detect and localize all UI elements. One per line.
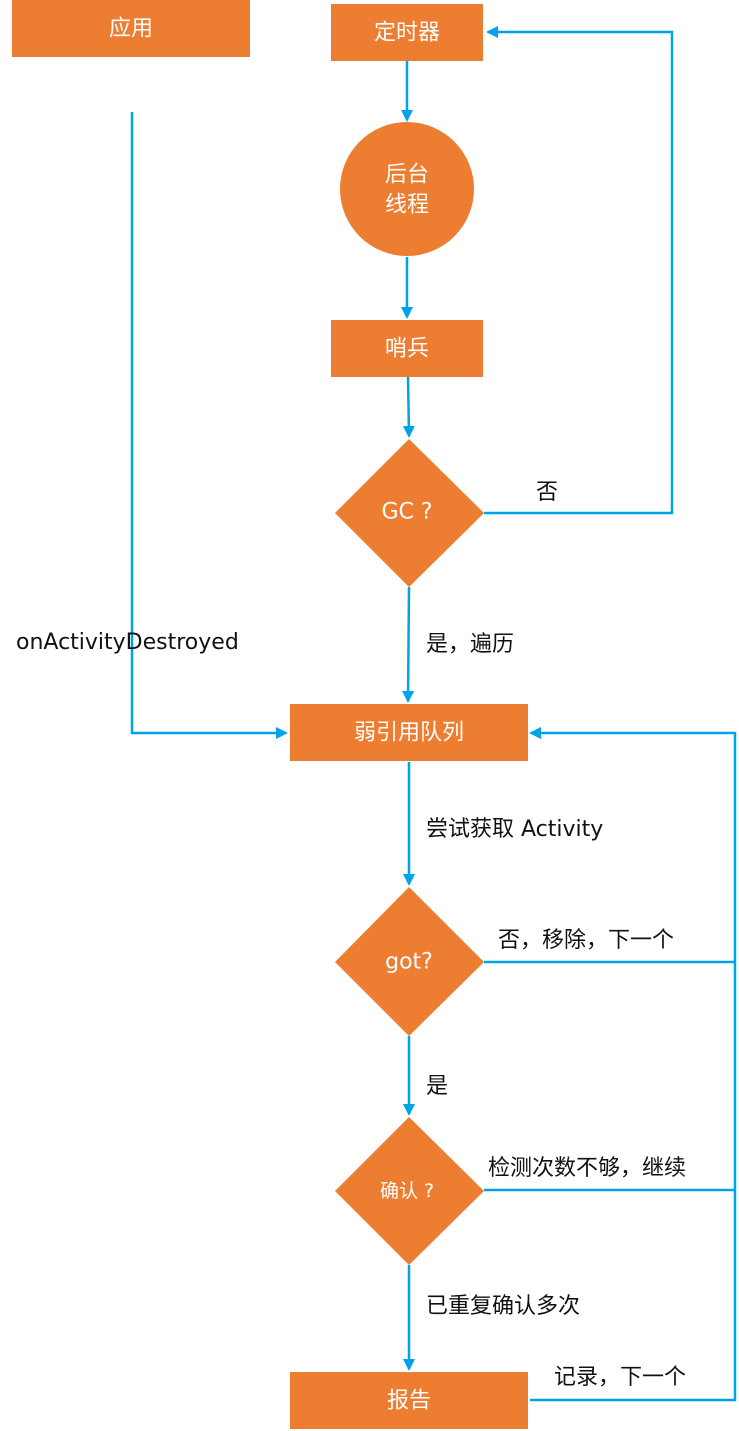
edge-gc-yes-to-queue <box>402 586 415 703</box>
node-background-thread-label-2: 线程 <box>385 193 429 218</box>
node-confirm-decision-label: 确认 ? <box>380 1180 434 1202</box>
label-got-no: 否，移除，下一个 <box>498 928 674 953</box>
node-sentinel-label: 哨兵 <box>385 337 429 362</box>
node-confirm-decision: 确认 ? <box>335 1117 484 1265</box>
label-confirm-not-enough: 检测次数不够，继续 <box>488 1156 686 1181</box>
node-app: 应用 <box>12 0 250 57</box>
label-record-next: 记录，下一个 <box>554 1365 686 1390</box>
label-gc-no: 否 <box>536 480 558 505</box>
edge-labels: 否 onActivityDestroyed 是，遍历 尝试获取 Activity… <box>16 480 686 1390</box>
label-try-get-activity: 尝试获取 Activity <box>426 817 603 842</box>
label-on-activity-destroyed: onActivityDestroyed <box>16 630 239 655</box>
edges <box>130 26 737 1402</box>
label-got-yes: 是 <box>426 1074 448 1099</box>
node-got-decision: got? <box>335 887 484 1036</box>
edge-report-to-queue <box>529 727 737 1402</box>
node-weak-reference-queue: 弱引用队列 <box>290 704 528 761</box>
node-weak-reference-queue-label: 弱引用队列 <box>354 721 464 746</box>
node-timer: 定时器 <box>331 4 483 61</box>
edge-gc-no-to-timer <box>484 26 674 515</box>
node-got-decision-label: got? <box>385 950 433 975</box>
label-confirmed-repeatedly: 已重复确认多次 <box>426 1294 580 1319</box>
label-gc-yes: 是，遍历 <box>426 632 514 657</box>
node-report-label: 报告 <box>387 1389 431 1414</box>
node-gc-decision: GC ? <box>335 439 484 587</box>
node-gc-decision-label: GC ? <box>381 500 432 525</box>
node-background-thread: 后台 线程 <box>340 122 474 256</box>
edge-sentinel-to-gc <box>402 376 415 438</box>
edge-app-to-queue <box>130 112 288 739</box>
node-app-label: 应用 <box>109 17 153 42</box>
node-report: 报告 <box>290 1372 528 1429</box>
node-sentinel: 哨兵 <box>331 320 483 377</box>
node-background-thread-label-1: 后台 <box>385 163 429 188</box>
node-timer-label: 定时器 <box>374 21 440 46</box>
